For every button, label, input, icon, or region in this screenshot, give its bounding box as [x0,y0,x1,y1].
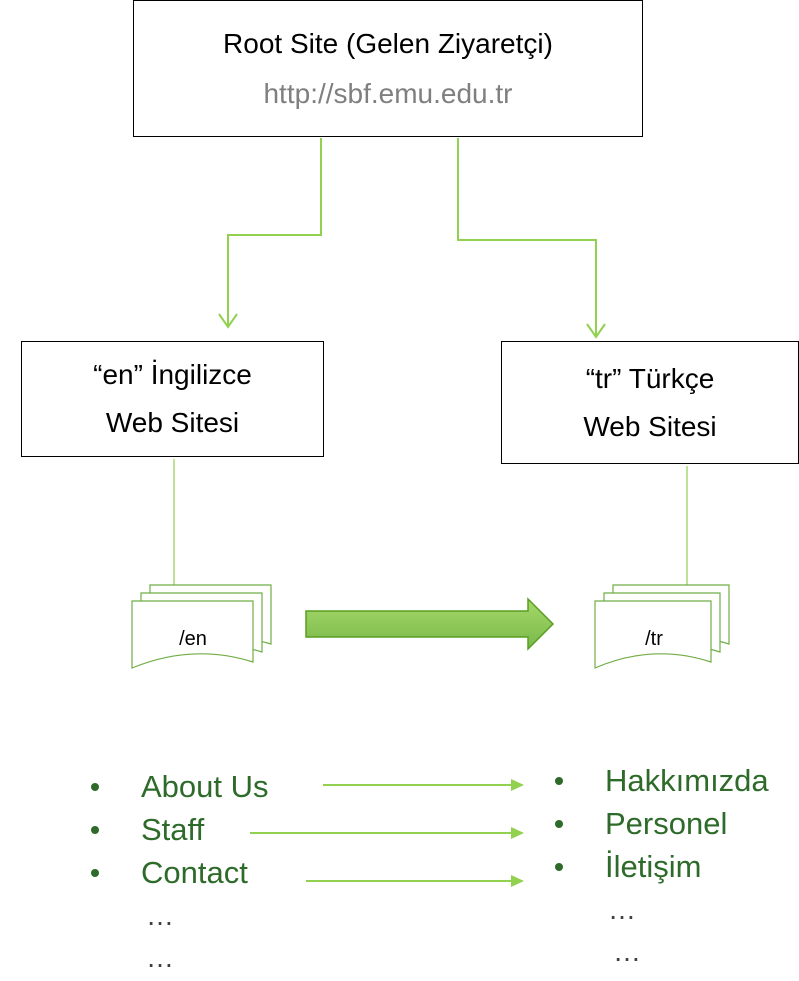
root-to-tr-arrowhead [586,323,606,339]
en-site-line2: Web Sitesi [105,407,240,438]
list-item: Hakkımızda [555,759,769,802]
list-item: İletişim [555,845,769,888]
root-site-box: Root Site (Gelen Ziyaretçi) http://sbf.e… [133,0,643,137]
bullet [91,825,99,834]
staff-mapping-arrowhead [511,827,524,839]
list-item-label: About Us [141,769,269,804]
list-item-label: Contact [141,855,248,890]
root-to-en-arrowhead [218,313,238,329]
about-us-mapping-arrowhead [511,779,524,791]
tr-site-box: “tr” Türkçe Web Sitesi [501,341,799,464]
en-to-tr-big-arrow [305,597,555,651]
bullet [555,776,563,785]
contact-mapping-arrowhead [511,875,524,887]
en-documents-icon [131,584,272,669]
list-ellipsis: … [608,894,636,925]
root-site-url: http://sbf.emu.edu.tr [263,77,513,109]
bullet [91,782,99,791]
list-item-label: Hakkımızda [605,763,769,798]
english-page-list: About Us Staff Contact … … [91,765,269,978]
list-item: Personel [555,802,769,845]
root-to-en-connector [227,138,322,325]
bullet [555,819,563,828]
root-to-tr-connector [457,138,597,335]
list-item-label: İletişim [605,849,702,884]
tr-site-line2: Web Sitesi [583,410,717,442]
list-item: Staff [91,808,269,851]
list-ellipsis: … [146,942,174,973]
en-site-line1: “en” İngilizce [93,359,252,390]
tr-site-line1: “tr” Türkçe [585,362,715,394]
list-item-label: Personel [605,806,728,841]
tr-documents-icon [594,584,730,669]
en-documents-label: /en [179,628,207,650]
root-site-title: Root Site (Gelen Ziyaretçi) [223,27,553,59]
bullet [91,868,99,877]
turkish-page-list: Hakkımızda Personel İletişim … … [555,759,769,972]
en-site-box: “en” İngilizce Web Sitesi [21,341,324,457]
bullet [555,862,563,871]
list-ellipsis: … [146,900,174,931]
list-item-label: Staff [141,812,205,847]
list-item: About Us [91,765,269,808]
tr-documents-label: /tr [645,628,663,650]
list-item: Contact [91,851,269,894]
list-ellipsis: … [613,936,641,967]
